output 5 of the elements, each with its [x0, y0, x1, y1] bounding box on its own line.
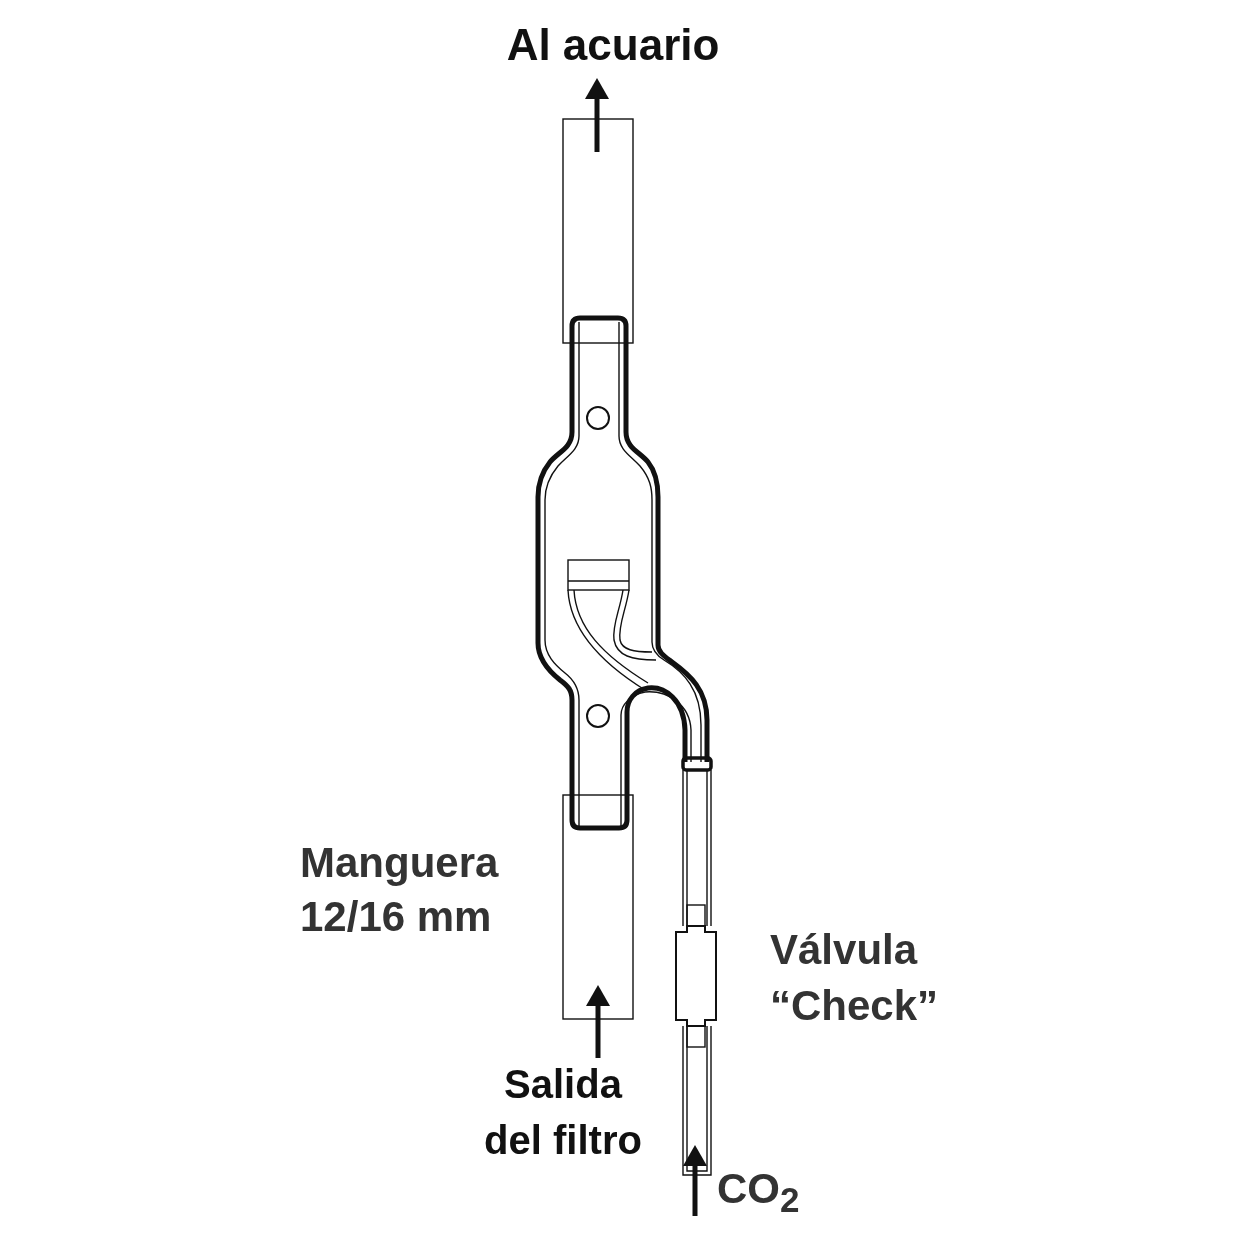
- flow-label: Al acuario: [505, 20, 721, 70]
- part-label: Manguera 12/16 mm: [300, 838, 500, 942]
- flow-label: CO$_{2}$: [717, 1164, 801, 1222]
- flow-label: Salida del filtro: [483, 1061, 643, 1164]
- part-label: Válvula “Check”: [770, 925, 940, 1031]
